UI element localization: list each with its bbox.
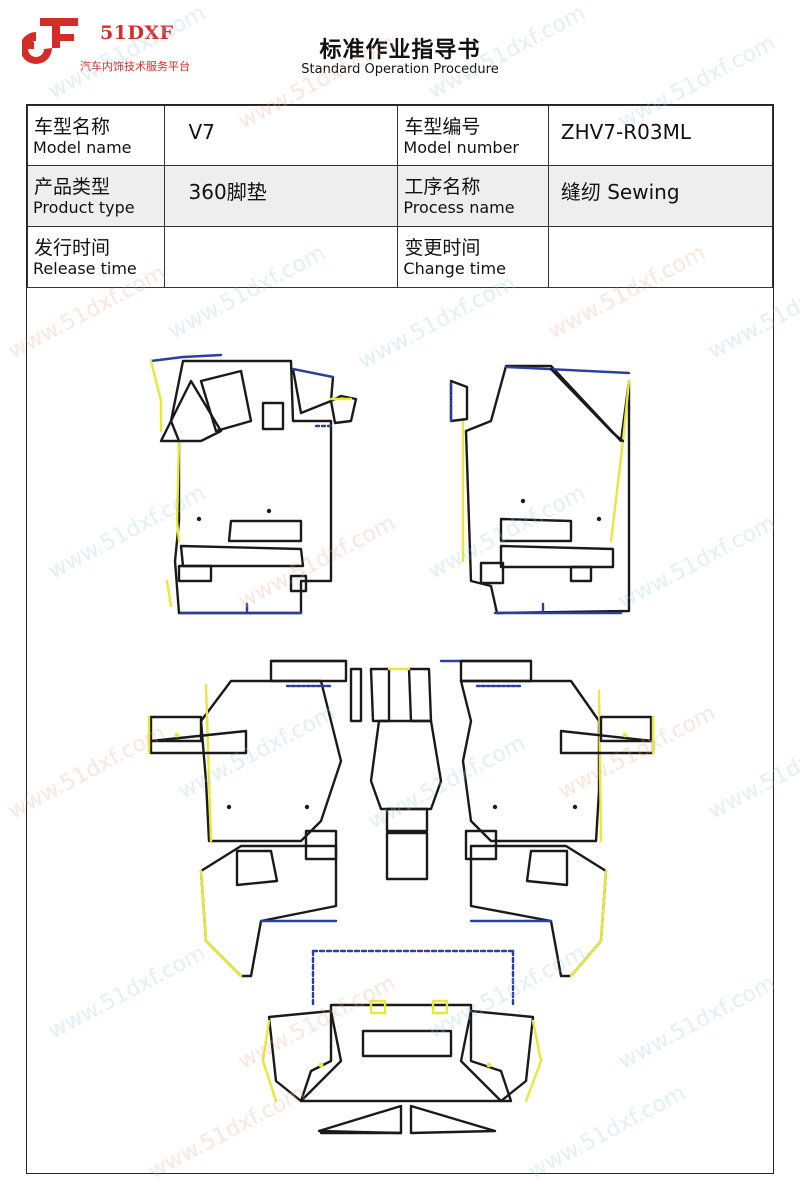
model-name-value: V7 xyxy=(188,120,215,144)
label-cell: 工序名称 Process name xyxy=(397,165,549,227)
label-cell: 车型编号 Model number xyxy=(397,105,549,166)
process-name-label-en: Process name xyxy=(403,198,515,217)
middle-left-mat xyxy=(147,659,363,978)
brand-logo[interactable]: 51DXF 汽车内饰技术服务平台 xyxy=(22,16,242,80)
change-time-label-cn: 变更时间 xyxy=(404,237,481,259)
logo-mark-icon xyxy=(22,18,78,64)
floor-mat-pattern-drawing xyxy=(27,287,773,1173)
product-type-value: 360脚垫 xyxy=(188,180,267,204)
middle-right-mat xyxy=(439,659,655,978)
release-time-label-cn: 发行时间 xyxy=(34,237,111,259)
value-cell: ZHV7-R03ML xyxy=(547,105,774,166)
front-right-mat xyxy=(449,364,631,615)
product-type-label-en: Product type xyxy=(33,198,135,217)
model-number-value: ZHV7-R03ML xyxy=(560,120,691,144)
info-row: 车型名称 Model name V7 车型编号 Model number ZHV… xyxy=(27,105,774,166)
center-tunnel-mat xyxy=(369,667,443,881)
change-time-label-en: Change time xyxy=(403,259,506,278)
value-cell: 360脚垫 xyxy=(163,165,399,227)
label-cell: 发行时间 Release time xyxy=(27,226,165,288)
front-left-mat xyxy=(149,353,358,615)
model-number-label-cn: 车型编号 xyxy=(404,116,481,138)
process-name-value: 缝纫 Sewing xyxy=(560,180,680,204)
logo-tagline: 汽车内饰技术服务平台 xyxy=(80,60,190,73)
model-number-label-en: Model number xyxy=(403,138,519,157)
info-row: 产品类型 Product type 360脚垫 工序名称 Process nam… xyxy=(27,165,774,227)
logo-brand-text: 51DXF xyxy=(100,22,174,44)
info-table: 车型名称 Model name V7 车型编号 Model number ZHV… xyxy=(27,105,774,288)
release-time-value xyxy=(165,227,398,241)
model-name-label-en: Model name xyxy=(33,138,132,157)
info-row: 发行时间 Release time 变更时间 Change time xyxy=(27,226,774,288)
release-time-label-en: Release time xyxy=(33,259,137,278)
value-cell: V7 xyxy=(163,105,399,166)
change-time-value xyxy=(549,227,772,241)
value-cell: 缝纫 Sewing xyxy=(547,165,774,227)
value-cell xyxy=(547,226,774,288)
model-name-label-cn: 车型名称 xyxy=(34,116,111,138)
document-frame: 车型名称 Model name V7 车型编号 Model number ZHV… xyxy=(26,104,774,1174)
label-cell: 变更时间 Change time xyxy=(397,226,549,288)
document-subtitle: Standard Operation Procedure xyxy=(301,62,499,77)
label-cell: 车型名称 Model name xyxy=(27,105,165,166)
process-name-label-cn: 工序名称 xyxy=(404,176,481,198)
value-cell xyxy=(163,226,399,288)
product-type-label-cn: 产品类型 xyxy=(34,176,111,198)
document-title: 标准作业指导书 xyxy=(319,38,481,63)
pattern-canvas xyxy=(147,353,655,1135)
label-cell: 产品类型 Product type xyxy=(27,165,165,227)
rear-mat xyxy=(261,949,543,1135)
header: 51DXF 汽车内饰技术服务平台 标准作业指导书 Standard Operat… xyxy=(0,0,800,100)
